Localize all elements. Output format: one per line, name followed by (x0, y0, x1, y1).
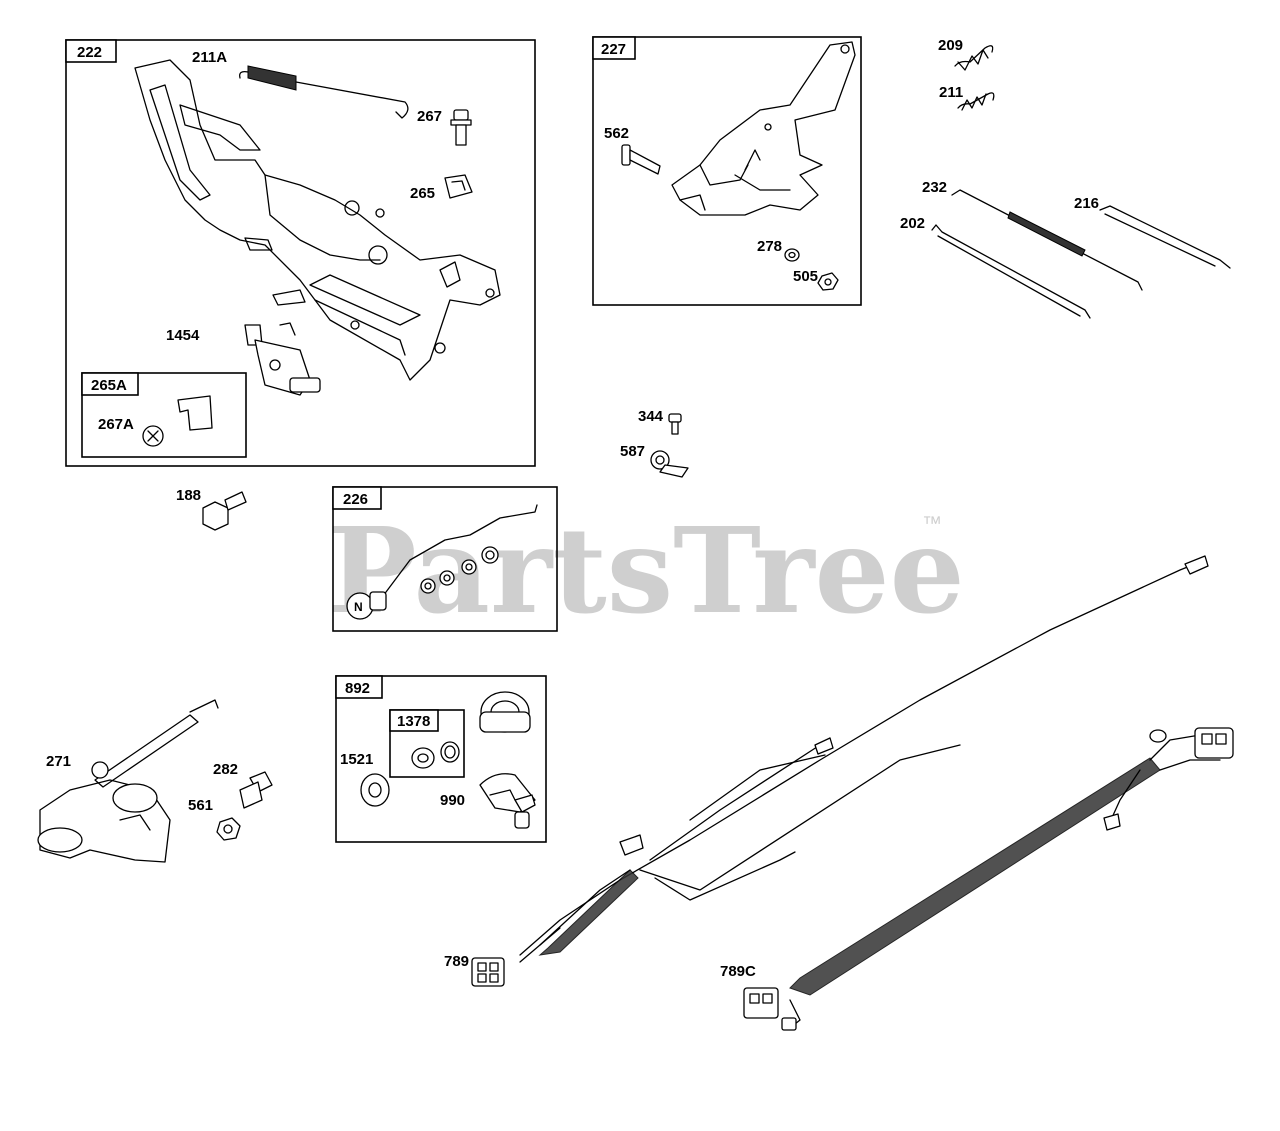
callout-209: 209 (938, 37, 963, 54)
pin-562[interactable] (621, 144, 661, 175)
callout-1454: 1454 (166, 327, 200, 344)
callout-267: 267 (417, 108, 442, 125)
pedal-bracket[interactable] (671, 41, 856, 216)
group-226-label: 226 (343, 491, 368, 508)
group-1378[interactable]: 1378 (389, 709, 465, 778)
group-227[interactable]: 227 562 278 505 (592, 36, 862, 306)
callout-990: 990 (440, 792, 465, 809)
callout-232: 232 (922, 179, 947, 196)
spring-211A[interactable] (239, 65, 409, 119)
ring-1521[interactable] (360, 773, 390, 807)
spring-211[interactable] (957, 92, 995, 111)
rod-232[interactable] (951, 189, 1143, 291)
screw-267[interactable] (450, 109, 472, 146)
callout-561: 561 (188, 797, 213, 814)
group-892-label: 892 (345, 680, 370, 697)
group-1378-label: 1378 (397, 713, 430, 730)
callout-789: 789 (444, 953, 469, 970)
nut-505[interactable] (817, 272, 839, 291)
screw-282[interactable] (239, 771, 273, 809)
ignition-key-990[interactable] (479, 773, 536, 829)
group-892[interactable]: 892 1378 1521 990 (335, 675, 547, 843)
bolt-188[interactable] (202, 491, 247, 531)
spring-209[interactable] (954, 45, 994, 71)
callout-211: 211 (939, 84, 963, 101)
group-222[interactable]: 222 211A (65, 39, 536, 467)
group-265A-label: 265A (91, 377, 127, 394)
wire-harness-789C[interactable] (743, 727, 1234, 1031)
callout-211A: 211A (192, 49, 227, 66)
rod-202[interactable] (931, 224, 1091, 319)
group-265A[interactable]: 265A 267A (81, 372, 247, 458)
callout-278: 278 (757, 238, 782, 255)
rod-216[interactable] (1099, 205, 1231, 269)
group-226[interactable]: 226 N (332, 486, 558, 632)
callout-265: 265 (410, 185, 435, 202)
callout-344: 344 (638, 408, 664, 425)
watermark-trademark: ™ (922, 513, 942, 535)
clamp-587[interactable] (650, 450, 689, 478)
callout-505: 505 (793, 268, 818, 285)
throttle-control-271[interactable] (37, 699, 219, 863)
solenoid-1454[interactable] (244, 322, 321, 396)
callout-789C: 789C (720, 963, 756, 980)
washer-278[interactable] (784, 248, 800, 262)
callout-271: 271 (46, 753, 71, 770)
callout-267A: 267A (98, 416, 134, 433)
group-227-label: 227 (601, 41, 626, 58)
clip-265A[interactable] (177, 395, 213, 431)
control-bracket[interactable] (134, 59, 501, 381)
callout-282: 282 (213, 761, 238, 778)
callout-216: 216 (1074, 195, 1099, 212)
choke-knob-icon: N (354, 600, 363, 614)
screw-267A[interactable] (142, 425, 164, 447)
callout-587: 587 (620, 443, 645, 460)
group-222-label: 222 (77, 44, 102, 61)
nut-561[interactable] (216, 817, 241, 841)
callout-562: 562 (604, 125, 629, 142)
callout-1521: 1521 (340, 751, 373, 768)
watermark-text: PartsTree (328, 501, 965, 640)
screw-344[interactable] (668, 413, 682, 435)
clip-265[interactable] (444, 174, 473, 199)
choke-cable[interactable]: N (346, 504, 538, 620)
callout-188: 188 (176, 487, 201, 504)
choke-hardware[interactable] (420, 546, 499, 594)
callout-202: 202 (900, 215, 925, 232)
ignition-switch[interactable] (479, 691, 531, 733)
wire-harness-789[interactable] (471, 555, 1209, 987)
